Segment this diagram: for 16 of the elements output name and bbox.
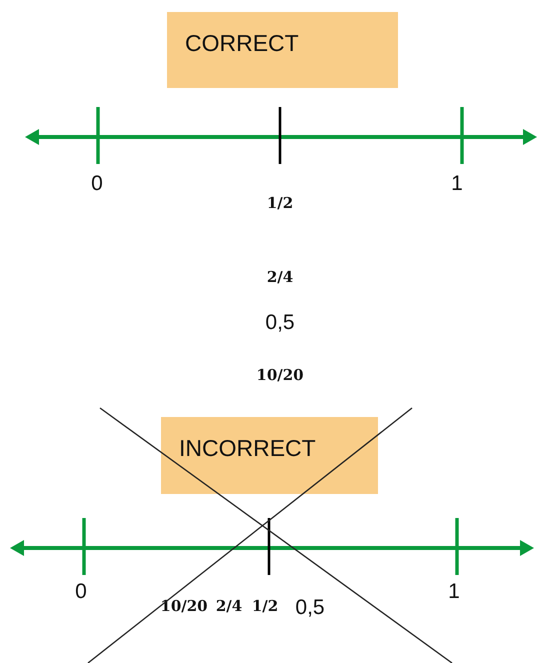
fraction-label: 10/20 bbox=[160, 596, 208, 617]
number-label: 0 bbox=[75, 579, 87, 605]
label-box bbox=[161, 417, 378, 494]
fraction-label: 1/2 bbox=[252, 596, 278, 617]
box-title: CORRECT bbox=[185, 29, 299, 58]
number-label: 1 bbox=[451, 171, 463, 197]
box-title: INCORRECT bbox=[179, 434, 316, 463]
fraction-label: 2/4 bbox=[266, 267, 294, 288]
number-label: 0 bbox=[91, 171, 103, 197]
number-label: 0,5 bbox=[265, 310, 295, 336]
fraction-label: 1/2 bbox=[266, 193, 294, 214]
number-label: 1 bbox=[448, 579, 460, 605]
label-box bbox=[167, 12, 398, 88]
fraction-label: 2/4 bbox=[216, 596, 242, 617]
fraction-label: 10/20 bbox=[256, 365, 304, 386]
number-label: 0,5 bbox=[295, 595, 325, 621]
